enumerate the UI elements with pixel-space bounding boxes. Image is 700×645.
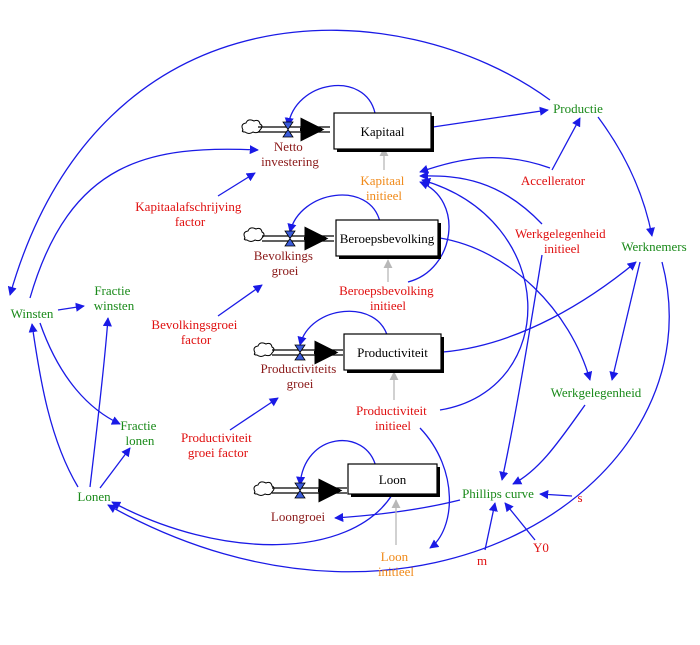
label-productie[interactable]: Productie: [553, 101, 603, 116]
label-kapitaal-initieel[interactable]: Kapitaal initieel: [360, 173, 407, 203]
link-phillips-loongroei: [334, 499, 461, 522]
label-bevolkingsgroei[interactable]: Bevolkings groei: [254, 248, 316, 278]
link-winsten-fractie-winsten: [57, 302, 85, 312]
causal-links: [7, 29, 670, 573]
link-lonen-winsten: [28, 323, 79, 488]
flow-netto-investering: [241, 117, 330, 142]
stocks: Kapitaal Beroepsbevolking Productiviteit…: [333, 112, 444, 497]
variable-labels: Productie Accellerator Kapitaal initieel…: [11, 101, 687, 579]
link-productiviteit-initieel-loon-initieel: [419, 427, 451, 549]
valve-icon: [284, 230, 296, 247]
flow-pipes: [241, 117, 347, 503]
link-bevolkingsgroei-factor-groei: [217, 284, 263, 317]
link-productie-winsten: [7, 29, 551, 296]
stock-beroepsbevolking-label: Beroepsbevolking: [340, 231, 435, 246]
link-beroepsbevolking-werkgelegenheid: [439, 237, 593, 381]
link-m-phillips: [484, 502, 498, 551]
link-productie-werknemers: [597, 116, 655, 237]
link-s-phillips: [539, 489, 573, 500]
stock-loon[interactable]: Loon: [347, 463, 440, 497]
link-loon-lonen: [111, 494, 393, 546]
link-afschrijving-netto-investering: [217, 172, 256, 197]
link-kapitaal-productie: [432, 106, 549, 128]
flow-bevolkingsgroei: [243, 226, 334, 251]
link-beroepsbevolking-initieel-kapitaal-initieel: [407, 180, 450, 283]
label-bevolkingsgroei-factor[interactable]: Bevolkingsgroei factor: [151, 317, 240, 347]
label-winsten[interactable]: Winsten: [11, 306, 54, 321]
link-productiviteit-initieel-kapitaal-initieel: [421, 177, 529, 411]
label-beroepsbevolking-initieel[interactable]: Beroepsbevolking initieel: [339, 283, 437, 313]
link-werknemers-werkgelegenheid: [609, 261, 641, 381]
label-loongroei[interactable]: Loongroei: [271, 509, 326, 524]
link-productiviteit-groei-loop: [297, 310, 389, 346]
link-winsten-netto-investering: [29, 145, 259, 299]
label-lonen[interactable]: Lonen: [77, 489, 111, 504]
label-fractie-lonen[interactable]: Fractie lonen: [120, 418, 159, 448]
stock-productiviteit[interactable]: Productiviteit: [343, 333, 444, 373]
stock-loon-label: Loon: [379, 472, 407, 487]
label-y0[interactable]: Y0: [533, 540, 549, 555]
label-m[interactable]: m: [477, 553, 487, 568]
flow-productiviteitsgroei: [253, 340, 343, 365]
label-kapitaalafschrijving-factor[interactable]: Kapitaalafschrijving factor: [135, 199, 244, 229]
stock-kapitaal[interactable]: Kapitaal: [333, 112, 434, 152]
link-werkgelegenheid-initieel-kapitaal-initieel: [419, 171, 543, 225]
link-beroepsbevolking-bevolkingsgroei-loop: [287, 194, 381, 233]
label-werkgelegenheid-initieel[interactable]: Werkgelegenheid initieel: [515, 226, 609, 256]
stock-productiviteit-label: Productiviteit: [357, 345, 428, 360]
label-netto-investering[interactable]: Netto investering: [261, 139, 319, 169]
label-accellerator[interactable]: Accellerator: [521, 173, 586, 188]
link-y0-phillips: [504, 502, 536, 541]
cloud-icon: [243, 227, 265, 242]
link-accellerator-productie: [551, 117, 581, 171]
label-werknemers[interactable]: Werknemers: [621, 239, 686, 254]
valve-icon: [294, 344, 306, 361]
label-productiviteit-groei-factor[interactable]: Productiviteit groei factor: [181, 430, 255, 460]
stock-beroepsbevolking[interactable]: Beroepsbevolking: [335, 219, 441, 259]
stock-kapitaal-label: Kapitaal: [360, 124, 404, 139]
link-accellerator-kapitaal-initieel: [419, 156, 551, 174]
link-loon-loongroei-loop: [296, 440, 377, 486]
label-productiviteit-initieel[interactable]: Productiviteit initieel: [356, 403, 430, 433]
flow-loongroei: [253, 478, 347, 503]
label-werkgelegenheid[interactable]: Werkgelegenheid: [551, 385, 642, 400]
valve-icon: [294, 482, 306, 499]
label-fractie-winsten[interactable]: Fractie winsten: [94, 283, 135, 313]
link-werkgelegenheid-phillips: [512, 404, 586, 485]
label-productiviteitsgroei[interactable]: Productiviteits groei: [260, 361, 339, 391]
link-winsten-fractie-lonen: [39, 322, 121, 425]
link-werkgelegenheid-initieel-phillips: [499, 254, 543, 481]
label-loon-initieel[interactable]: Loon initieel: [378, 549, 414, 579]
cloud-icon: [253, 481, 275, 496]
cloud-icon: [253, 342, 275, 357]
label-s[interactable]: s: [577, 490, 582, 505]
link-lonen-fractie-winsten: [89, 317, 112, 488]
link-kapitaal-netto-investering-loop: [284, 85, 376, 127]
link-lonen-fractie-lonen: [99, 447, 131, 489]
link-werknemers-lonen: [107, 261, 670, 573]
valve-icon: [282, 121, 294, 138]
initial-value-links: [379, 147, 401, 545]
link-productiviteit-groei-factor-groei: [229, 397, 279, 431]
flow-labels: Netto investering Bevolkings groei Produ…: [254, 139, 339, 524]
link-productiviteit-werknemers: [442, 261, 637, 353]
label-phillips-curve[interactable]: Phillips curve: [462, 486, 534, 501]
